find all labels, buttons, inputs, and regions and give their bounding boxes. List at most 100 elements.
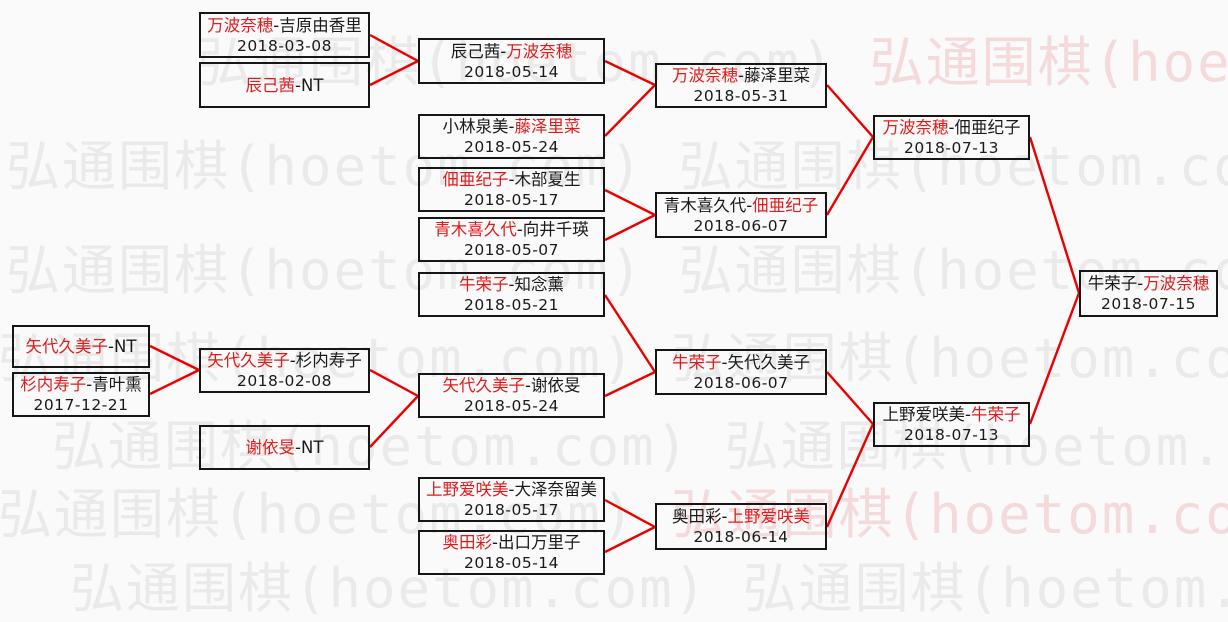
bracket-connectors bbox=[149, 33, 1081, 554]
winner-name: 万波奈穂 bbox=[506, 41, 573, 61]
winner-name: 佃亜纪子 bbox=[442, 170, 509, 189]
watermark-text: 弘通围棋(hoetom.co bbox=[670, 483, 1228, 546]
vs-hyphen: - bbox=[965, 405, 971, 424]
connector-line bbox=[826, 371, 874, 425]
vs-hyphen: - bbox=[508, 275, 515, 294]
connector-line bbox=[369, 59, 419, 87]
connector-line bbox=[604, 59, 656, 87]
vs-hyphen: - bbox=[492, 533, 498, 552]
player-name: 辰己茜 bbox=[450, 41, 501, 61]
connector-line bbox=[825, 136, 875, 216]
match-players: 小林泉美-藤泽里菜 bbox=[443, 116, 581, 137]
match-date: 2018-05-21 bbox=[463, 296, 560, 314]
winner-name: 青木喜久代 bbox=[434, 220, 517, 239]
vs-hyphen: - bbox=[721, 352, 728, 372]
player-name: 大泽奈留美 bbox=[514, 480, 597, 499]
match-box-round-2-4: 谢依旻-NT bbox=[199, 425, 370, 470]
match-date: 2018-05-31 bbox=[693, 87, 789, 105]
winner-name: 矢代久美子 bbox=[25, 337, 109, 356]
vs-hyphen: - bbox=[295, 438, 302, 457]
player-name: 牛荣子 bbox=[1087, 274, 1138, 293]
winner-name: 谢依旻 bbox=[245, 438, 296, 457]
winner-name: 矢代久美子 bbox=[207, 351, 290, 370]
match-players: 万波奈穂-藤泽里菜 bbox=[672, 65, 810, 86]
match-players: 牛荣子-万波奈穂 bbox=[1088, 273, 1209, 294]
player-name: 青叶熏 bbox=[92, 375, 142, 394]
winner-name: 万波奈穂 bbox=[882, 118, 949, 137]
connector-line bbox=[604, 188, 656, 217]
winner-name: 佃亜纪子 bbox=[752, 195, 819, 215]
connector-line bbox=[369, 33, 419, 63]
watermark-text: 弘通围棋(hoetom.com) bbox=[6, 135, 679, 198]
player-name: 奥田彩 bbox=[672, 507, 722, 526]
vs-hyphen: - bbox=[746, 195, 753, 215]
vs-hyphen: - bbox=[525, 376, 531, 395]
match-players: 万波奈穂-佃亜纪子 bbox=[883, 117, 1021, 138]
match-date: 2018-07-13 bbox=[903, 139, 1000, 157]
winner-name: 奥田彩 bbox=[442, 533, 493, 552]
watermark-text: 弘通围棋(hoetom.co bbox=[670, 327, 1228, 390]
winner-name: 牛荣子 bbox=[459, 275, 509, 294]
match-date: 2018-05-14 bbox=[463, 554, 560, 572]
connector-line bbox=[826, 84, 874, 138]
match-date: 2018-05-07 bbox=[463, 241, 560, 259]
winner-name: 杉内寿子 bbox=[20, 375, 87, 394]
vs-hyphen: - bbox=[508, 480, 515, 499]
match-players: 牛荣子-矢代久美子 bbox=[672, 352, 810, 373]
match-players: 青木喜久代-向井千瑛 bbox=[434, 219, 588, 240]
connector-line bbox=[1028, 136, 1081, 294]
match-date: 2017-12-21 bbox=[33, 396, 129, 414]
match-players: 牛荣子-知念薰 bbox=[459, 274, 564, 295]
match-players: 佃亜纪子-木部夏生 bbox=[443, 169, 581, 190]
match-players: 谢依旻-NT bbox=[246, 437, 324, 458]
match-players: 万波奈穂-吉原由香里 bbox=[207, 15, 361, 36]
connector-line bbox=[603, 294, 657, 373]
match-date: 2018-05-24 bbox=[463, 138, 560, 156]
vs-hyphen: - bbox=[948, 118, 955, 137]
match-players: 矢代久美子-杉内寿子 bbox=[207, 350, 361, 371]
watermark-text: 弘通围棋(hoetom.co bbox=[678, 135, 1228, 198]
vs-hyphen: - bbox=[500, 41, 507, 61]
player-name: 吉原由香里 bbox=[279, 15, 362, 35]
winner-name: 矢代久美子 bbox=[442, 376, 526, 395]
vs-hyphen: - bbox=[295, 75, 302, 95]
match-players: 杉内寿子-青叶熏 bbox=[20, 374, 141, 395]
watermark-text: 弘通围棋(hoetom.com) bbox=[0, 327, 671, 390]
match-players: 上野爱咲美-大泽奈留美 bbox=[426, 479, 597, 500]
match-players: 辰己茜-NT bbox=[246, 75, 324, 96]
connector-line bbox=[1028, 292, 1081, 425]
watermark-row: 弘通围棋(hoetom.com) 弘通围棋(hoetom.co bbox=[0, 482, 1228, 548]
winner-name: 上野爱咲美 bbox=[727, 507, 810, 526]
player-name: 知念薰 bbox=[514, 275, 564, 294]
connector-line bbox=[369, 395, 419, 448]
match-players: 奥田彩-上野爱咲美 bbox=[672, 506, 810, 527]
match-date: 2018-07-13 bbox=[903, 426, 1000, 444]
watermark-row: 弘通围棋(hoetom.com) 弘通围棋(hoetom.co bbox=[52, 414, 1228, 480]
player-name: 上野爱咲美 bbox=[882, 405, 966, 424]
match-players: 矢代久美子-谢依旻 bbox=[443, 375, 581, 396]
watermark-row: 弘通围棋(hoetom.com) 弘通围棋(hoetom.co bbox=[0, 326, 1228, 392]
connector-line bbox=[604, 498, 656, 529]
winner-name: 万波奈穂 bbox=[207, 15, 274, 35]
match-date: 2018-06-07 bbox=[693, 373, 789, 392]
winner-name: 万波奈穂 bbox=[672, 66, 739, 85]
match-players: 奥田彩-出口万里子 bbox=[443, 532, 581, 553]
match-players: 上野爱咲美-牛荣子 bbox=[883, 404, 1021, 425]
player-name: 向井千瑛 bbox=[522, 220, 589, 239]
match-date: 2018-05-17 bbox=[463, 501, 560, 519]
match-players: 辰己茜-万波奈穂 bbox=[451, 41, 572, 62]
player-name: 藤泽里菜 bbox=[743, 66, 810, 85]
connector-line bbox=[369, 368, 419, 398]
